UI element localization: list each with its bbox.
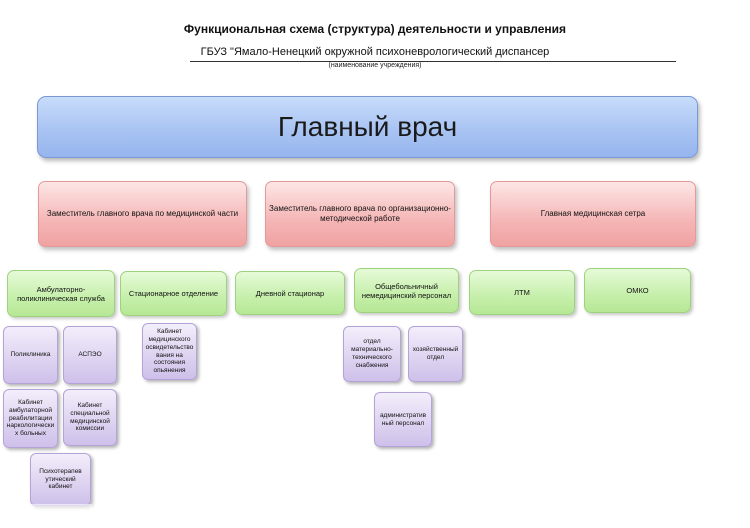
rehab-cabinet-box: Кабинет амбулаторной реабилитации наркол…: [3, 389, 58, 448]
organization-underline: [190, 61, 676, 62]
psychotherapy-cabinet-box: Психотерапев утический кабинет: [30, 453, 91, 506]
deputy-medical-box: Заместитель главного врача по медицинско…: [38, 181, 247, 247]
household-department-box: хозяйственный отдел: [408, 326, 463, 382]
outpatient-service-box: Амбулаторно-поликлиническая служба: [7, 270, 115, 317]
special-commission-box: Кабинет специальной медицинской комиссии: [63, 389, 117, 446]
diagram-title: Функциональная схема (структура) деятель…: [183, 22, 567, 36]
organization-caption: (наименование учреждения): [328, 62, 422, 69]
chief-doctor-box: Главный врач: [37, 96, 698, 158]
day-hospital-box: Дневной стационар: [235, 271, 345, 315]
head-nurse-box: Главная медицинская сетра: [490, 181, 696, 247]
aspeo-box: АСПЭО: [63, 326, 117, 384]
omko-box: ОМКО: [584, 268, 691, 313]
deputy-methodical-box: Заместитель главного врача по организаци…: [265, 181, 455, 247]
administrative-staff-box: административ ный персонал: [374, 392, 432, 447]
inpatient-department-box: Стационарное отделение: [120, 271, 227, 316]
ltm-box: ЛТМ: [469, 270, 575, 315]
non-medical-staff-box: Общебольничный немедицинский персонал: [354, 268, 459, 313]
polyclinic-box: Поликлиника: [3, 326, 58, 384]
intoxication-exam-cabinet-box: Кабинет медицинского освидетельство вани…: [142, 323, 197, 380]
organization-name: ГБУЗ "Ямало-Ненецкий окружной психоневро…: [200, 46, 550, 58]
supply-department-box: отдел материально-технического снабжения: [343, 326, 401, 382]
watermark-overlay: [12, 504, 92, 522]
